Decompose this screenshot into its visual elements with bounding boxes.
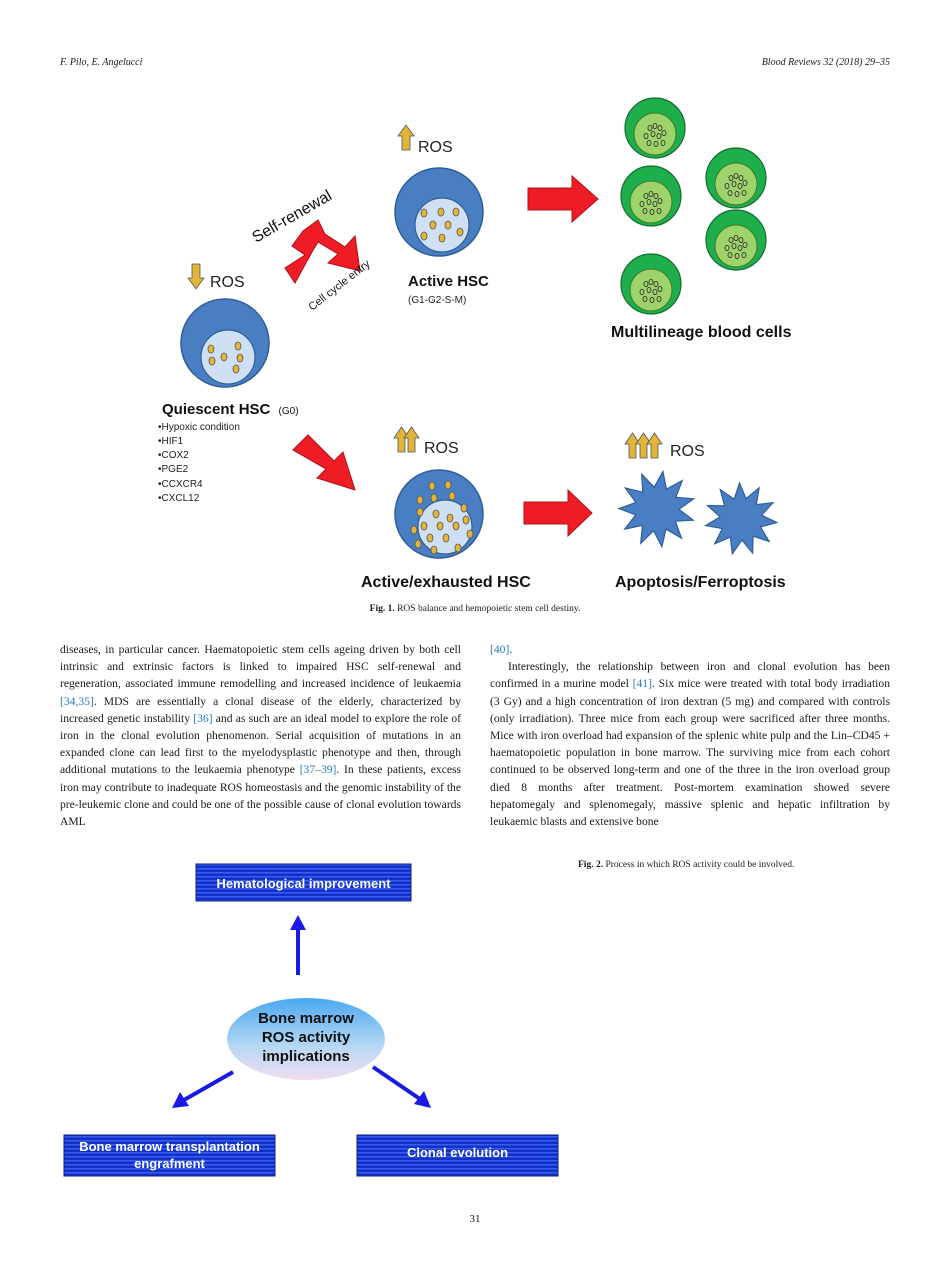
ros-label-exhausted: ROS — [424, 440, 459, 457]
hematological-improvement-label: Hematological improvement — [216, 876, 391, 891]
green-cell — [620, 165, 682, 227]
bmt-engraftment-box: Bone marrow transplantation engrafment — [63, 1134, 276, 1177]
apoptotic-cell — [703, 481, 779, 556]
arrow-up-icon — [290, 915, 306, 975]
exhausted-hsc-cell — [394, 469, 484, 559]
arrow-to-multilineage-icon — [527, 174, 599, 224]
apoptotic-cells — [617, 469, 779, 556]
left-column-text: diseases, in particular cancer. Haematop… — [60, 641, 461, 830]
bmt-label-line: Bone marrow transplantation — [79, 1139, 260, 1154]
green-cell — [624, 97, 686, 159]
running-header-journal: Blood Reviews 32 (2018) 29–35 — [761, 57, 890, 68]
ros-label-apoptosis: ROS — [670, 443, 705, 460]
active-hsc-cell — [394, 167, 484, 257]
green-cell — [705, 147, 767, 209]
self-renewal-arrow-icon — [284, 219, 361, 284]
citation-link[interactable]: [41] — [632, 677, 652, 691]
citation-link[interactable]: [37–39] — [299, 763, 337, 777]
ros-down-arrow-icon — [187, 263, 205, 290]
figure-2-caption: Fig. 2. Process in which ROS activity co… — [578, 860, 795, 870]
green-cell — [620, 253, 682, 315]
paragraph: diseases, in particular cancer. Haematop… — [60, 643, 461, 829]
arrow-to-apoptosis-icon — [523, 488, 593, 538]
quiescent-conditions-list: •Hypoxic condition •HIF1 •COX2 •PGE2 •CC… — [158, 422, 240, 504]
arrow-to-exhausted-icon — [292, 434, 356, 491]
condition-item: •CCXCR4 — [158, 479, 203, 490]
green-cell — [705, 209, 767, 271]
multilineage-label: Multilineage blood cells — [611, 324, 792, 341]
paragraph: Interestingly, the relationship between … — [490, 660, 890, 829]
bmt-label-line: engrafment — [134, 1156, 205, 1171]
active-hsc-label: Active HSC — [408, 273, 489, 290]
condition-item: •CXCL12 — [158, 493, 200, 504]
condition-item: •PGE2 — [158, 464, 189, 475]
multilineage-cells — [620, 97, 767, 315]
ros-triple-up-arrow-icon — [624, 432, 663, 459]
active-exhausted-label: Active/exhausted HSC — [361, 574, 531, 591]
citation-link[interactable]: [40] — [490, 643, 510, 656]
paragraph: [40]. — [490, 643, 513, 656]
oval-label-line: ROS activity — [262, 1029, 351, 1046]
bone-marrow-ros-oval: Bone marrow ROS activity implications — [227, 998, 385, 1080]
oval-label-line: Bone marrow — [258, 1010, 354, 1027]
page-number: 31 — [469, 1213, 481, 1225]
oval-label-line: implications — [262, 1048, 350, 1065]
apoptotic-cell — [617, 469, 696, 549]
figure-1-caption: Fig. 1. ROS balance and hemopoietic stem… — [369, 604, 581, 614]
active-hsc-phase: (G1-G2-S-M) — [408, 295, 466, 306]
figure-1: ROS ROS Active HSC (G1-G2-S-M) Self-rene… — [158, 97, 792, 591]
ros-label-active: ROS — [418, 139, 453, 156]
condition-item: •COX2 — [158, 450, 189, 461]
clonal-evolution-box: Clonal evolution — [356, 1134, 559, 1177]
ros-label-quiescent: ROS — [210, 274, 245, 291]
citation-link[interactable]: [34,35] — [60, 694, 94, 708]
quiescent-hsc-cell — [180, 298, 270, 388]
condition-item: •HIF1 — [158, 436, 184, 447]
quiescent-hsc-label: Quiescent HSC (G0) — [162, 401, 299, 418]
arrow-down-left-icon — [172, 1070, 234, 1108]
apoptosis-label: Apoptosis/Ferroptosis — [615, 574, 786, 591]
clonal-evolution-label: Clonal evolution — [407, 1145, 508, 1160]
arrow-down-right-icon — [371, 1065, 431, 1108]
condition-item: •Hypoxic condition — [158, 422, 240, 433]
running-header-authors: F. Pilo, E. Angelucci — [60, 57, 143, 68]
citation-link[interactable]: [36] — [193, 711, 213, 725]
right-column-text: [40]. Interestingly, the relationship be… — [490, 641, 890, 830]
ros-up-arrow-icon — [397, 124, 415, 151]
ros-double-up-arrow-icon — [393, 426, 420, 453]
hematological-improvement-box: Hematological improvement — [195, 863, 412, 902]
